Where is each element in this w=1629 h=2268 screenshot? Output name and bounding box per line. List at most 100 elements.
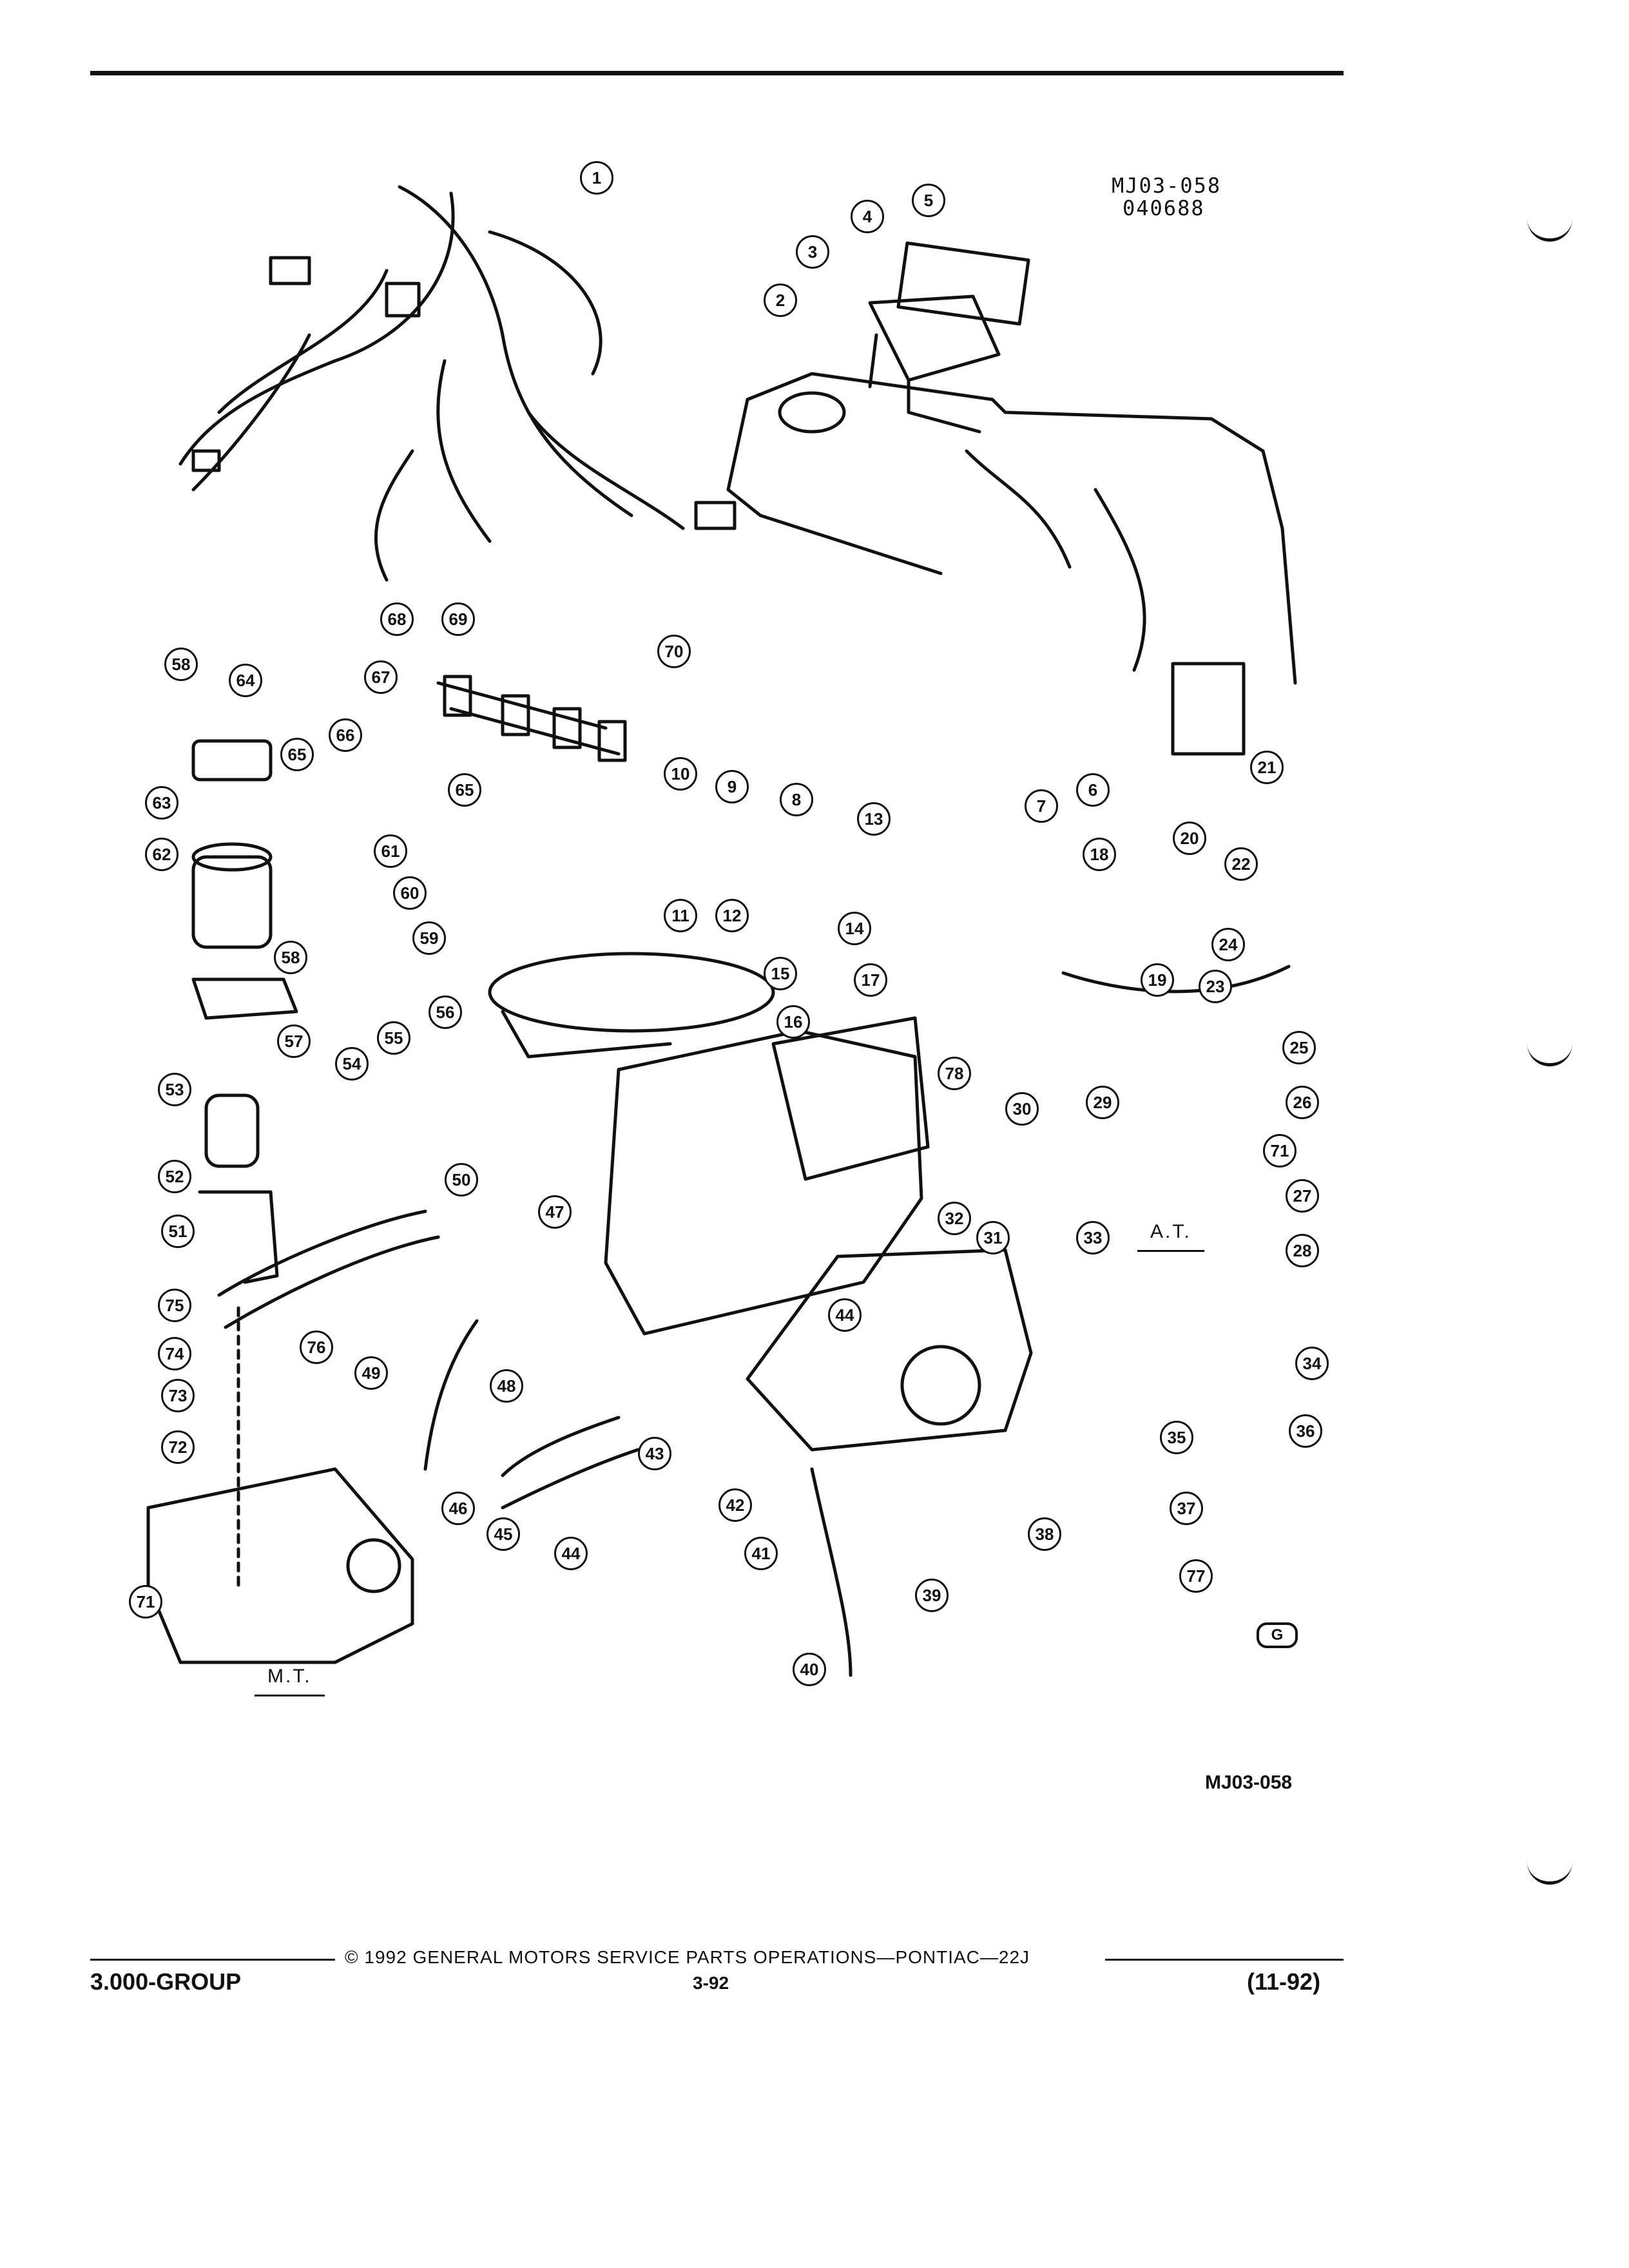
callout-72: 72 bbox=[161, 1430, 195, 1464]
callout-2: 2 bbox=[764, 284, 797, 317]
callout-76: 76 bbox=[300, 1331, 333, 1364]
drawing-date: 040688 bbox=[1123, 196, 1205, 220]
callout-58: 58 bbox=[274, 941, 307, 974]
group-code: 3.000-GROUP bbox=[90, 1968, 242, 1995]
callout-71: 71 bbox=[1263, 1134, 1296, 1168]
engine-assembly bbox=[488, 952, 1033, 1452]
callout-12: 12 bbox=[715, 899, 749, 932]
callout-49: 49 bbox=[354, 1356, 388, 1390]
gm-logo: G bbox=[1257, 1622, 1298, 1648]
callout-47: 47 bbox=[538, 1195, 572, 1229]
callout-29: 29 bbox=[1086, 1086, 1119, 1119]
callout-37: 37 bbox=[1170, 1492, 1203, 1525]
callout-61: 61 bbox=[374, 834, 407, 868]
callout-66: 66 bbox=[329, 718, 362, 752]
callout-58: 58 bbox=[164, 648, 198, 681]
page-number: 3-92 bbox=[693, 1973, 729, 1993]
callout-53: 53 bbox=[158, 1073, 191, 1106]
callout-44: 44 bbox=[828, 1298, 862, 1332]
callout-10: 10 bbox=[664, 757, 697, 791]
callout-18: 18 bbox=[1083, 838, 1116, 871]
callout-69: 69 bbox=[441, 602, 475, 636]
dash-panel bbox=[726, 372, 1297, 756]
callout-71: 71 bbox=[129, 1585, 162, 1619]
callout-31: 31 bbox=[976, 1221, 1010, 1254]
callout-63: 63 bbox=[145, 786, 178, 820]
callout-56: 56 bbox=[429, 995, 462, 1029]
callout-46: 46 bbox=[441, 1492, 475, 1525]
view-label-manual-trans: M.T. bbox=[255, 1666, 325, 1696]
callout-77: 77 bbox=[1179, 1559, 1213, 1593]
callout-5: 5 bbox=[912, 184, 945, 217]
callout-42: 42 bbox=[718, 1488, 752, 1522]
revision-date: (11-92) bbox=[1247, 1968, 1321, 1995]
callout-67: 67 bbox=[364, 660, 398, 694]
callout-20: 20 bbox=[1173, 822, 1206, 855]
callout-57: 57 bbox=[277, 1024, 311, 1058]
callout-22: 22 bbox=[1224, 847, 1258, 881]
figure-id: MJ03-058 bbox=[1205, 1772, 1293, 1793]
callout-8: 8 bbox=[780, 783, 813, 816]
callout-74: 74 bbox=[158, 1337, 191, 1370]
callout-62: 62 bbox=[145, 838, 178, 871]
callout-28: 28 bbox=[1286, 1234, 1319, 1267]
callout-25: 25 bbox=[1282, 1031, 1316, 1064]
callout-78: 78 bbox=[938, 1057, 971, 1090]
callout-38: 38 bbox=[1028, 1517, 1061, 1551]
callout-59: 59 bbox=[412, 921, 446, 955]
callout-44: 44 bbox=[554, 1537, 588, 1570]
callout-39: 39 bbox=[915, 1579, 949, 1612]
copyright-notice: © 1992 GENERAL MOTORS SERVICE PARTS OPER… bbox=[345, 1947, 1030, 1967]
callout-50: 50 bbox=[445, 1163, 478, 1196]
callout-34: 34 bbox=[1295, 1347, 1329, 1380]
callout-26: 26 bbox=[1286, 1086, 1319, 1119]
callout-15: 15 bbox=[764, 957, 797, 990]
callout-70: 70 bbox=[657, 635, 691, 668]
callout-65: 65 bbox=[448, 773, 481, 807]
callout-43: 43 bbox=[638, 1437, 671, 1470]
callout-21: 21 bbox=[1250, 751, 1284, 784]
callout-45: 45 bbox=[487, 1517, 520, 1551]
callout-7: 7 bbox=[1025, 789, 1058, 823]
binding-mark bbox=[1527, 213, 1572, 242]
callout-16: 16 bbox=[776, 1005, 810, 1039]
callout-23: 23 bbox=[1199, 970, 1232, 1003]
callout-65: 65 bbox=[280, 738, 314, 771]
callout-1: 1 bbox=[580, 161, 613, 195]
callout-35: 35 bbox=[1160, 1421, 1193, 1454]
callout-14: 14 bbox=[838, 912, 871, 945]
callout-24: 24 bbox=[1211, 928, 1245, 961]
callout-11: 11 bbox=[664, 899, 697, 932]
callout-41: 41 bbox=[744, 1537, 778, 1570]
footer-rule-left bbox=[90, 1959, 335, 1961]
callout-60: 60 bbox=[393, 876, 427, 910]
callout-75: 75 bbox=[158, 1289, 191, 1322]
callout-13: 13 bbox=[857, 802, 891, 836]
callout-55: 55 bbox=[377, 1021, 410, 1055]
callout-40: 40 bbox=[793, 1653, 826, 1686]
callout-54: 54 bbox=[335, 1047, 369, 1081]
callout-30: 30 bbox=[1005, 1092, 1039, 1126]
callout-73: 73 bbox=[161, 1379, 195, 1412]
callout-68: 68 bbox=[380, 602, 414, 636]
callout-36: 36 bbox=[1289, 1414, 1322, 1448]
view-label-auto-trans: A.T. bbox=[1137, 1221, 1204, 1252]
callout-6: 6 bbox=[1076, 773, 1110, 807]
callout-19: 19 bbox=[1141, 963, 1174, 997]
callout-51: 51 bbox=[161, 1215, 195, 1248]
callout-48: 48 bbox=[490, 1369, 523, 1403]
canister-and-brackets bbox=[191, 739, 298, 1284]
top-rule bbox=[90, 71, 1344, 75]
wiring-harness bbox=[178, 185, 737, 582]
callout-64: 64 bbox=[229, 664, 262, 697]
footer-rule-right bbox=[1105, 1959, 1344, 1961]
ecm-module bbox=[868, 241, 1030, 434]
binding-mark bbox=[1527, 1856, 1572, 1885]
callout-4: 4 bbox=[851, 200, 884, 233]
callout-33: 33 bbox=[1076, 1221, 1110, 1254]
callout-9: 9 bbox=[715, 770, 749, 803]
drawing-code: MJ03-058 bbox=[1112, 173, 1222, 198]
binding-mark bbox=[1527, 1037, 1572, 1066]
callout-3: 3 bbox=[796, 235, 829, 269]
